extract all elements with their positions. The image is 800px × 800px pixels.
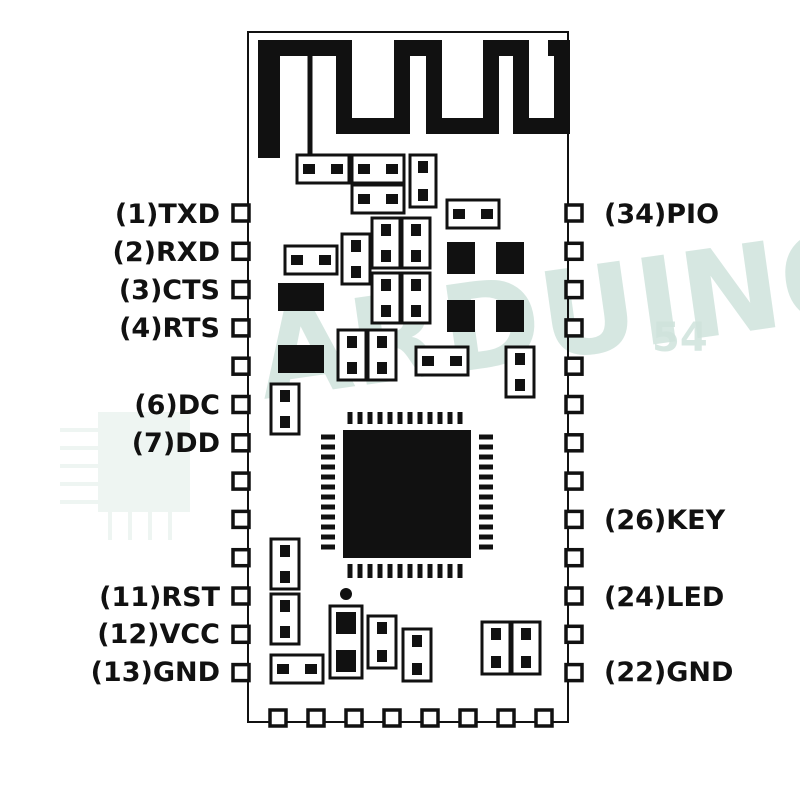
- pin-pad-bottom: [268, 708, 288, 728]
- pin-label-txd: (1)TXD: [114, 199, 220, 230]
- watermark-suffix: 54: [652, 315, 708, 361]
- pin-pad-right: [564, 394, 584, 415]
- pin-pad-left: [231, 241, 251, 262]
- pin-pad-left: [231, 433, 251, 453]
- pin-pad-right: [564, 662, 584, 683]
- pin-pad-right: [564, 203, 584, 223]
- pin-pad-bottom: [496, 708, 516, 728]
- pin-pad-bottom: [306, 708, 326, 728]
- header-pins: [231, 203, 584, 728]
- pin-pad-left: [231, 624, 251, 645]
- pin-label-pio: (34)PIO: [604, 199, 720, 230]
- pin-pad-left: [231, 318, 251, 338]
- pin-label-rst: (11)RST: [99, 582, 220, 613]
- pin-pad-left: [231, 662, 251, 683]
- pin-label-key: (26)KEY: [604, 505, 726, 536]
- antenna-trace: [258, 40, 570, 160]
- smd-components: [269, 153, 542, 685]
- pin-pad-left: [231, 547, 251, 568]
- pin-pad-bottom: [344, 708, 364, 728]
- pin-label-vcc: (12)VCC: [97, 619, 220, 650]
- pin-pad-right: [564, 279, 584, 300]
- pin-pad-right: [564, 241, 584, 262]
- pin-pad-left: [231, 586, 251, 606]
- pin-pad-right: [564, 318, 584, 338]
- pin-pad-right: [564, 624, 584, 645]
- pin-pad-bottom: [458, 708, 478, 728]
- pin-pad-right: [564, 586, 584, 606]
- pin-pad-right: [564, 433, 584, 453]
- pin-label-gnd-left: (13)GND: [90, 657, 220, 688]
- pin-pad-left: [231, 279, 251, 300]
- pin-pad-left: [231, 509, 251, 530]
- board-outline: [247, 31, 569, 723]
- pin-label-rxd: (2)RXD: [112, 237, 221, 268]
- main-chip: [321, 412, 493, 600]
- pin-label-gnd-right: (22)GND: [604, 657, 734, 688]
- pin-pad-left: [231, 356, 251, 376]
- pin-pad-left: [231, 471, 251, 491]
- pin-pad-bottom: [420, 708, 440, 728]
- pin-label-dd: (7)DD: [131, 428, 220, 459]
- pin-pad-bottom: [534, 708, 554, 728]
- watermark-chip-icon: [60, 412, 190, 540]
- pin-pad-left: [231, 203, 251, 223]
- pin-label-cts: (3)CTS: [118, 275, 220, 306]
- pin-label-rts: (4)RTS: [119, 313, 220, 344]
- pin-pad-right: [564, 356, 584, 376]
- pin-pad-left: [231, 394, 251, 415]
- pin-pad-right: [564, 471, 584, 491]
- pin-label-led: (24)LED: [604, 582, 725, 613]
- pin-label-dc: (6)DC: [134, 390, 220, 421]
- pin-pad-right: [564, 547, 584, 568]
- pin-pad-bottom: [382, 708, 402, 728]
- pin-pad-right: [564, 509, 584, 530]
- solder-pads: [278, 242, 524, 373]
